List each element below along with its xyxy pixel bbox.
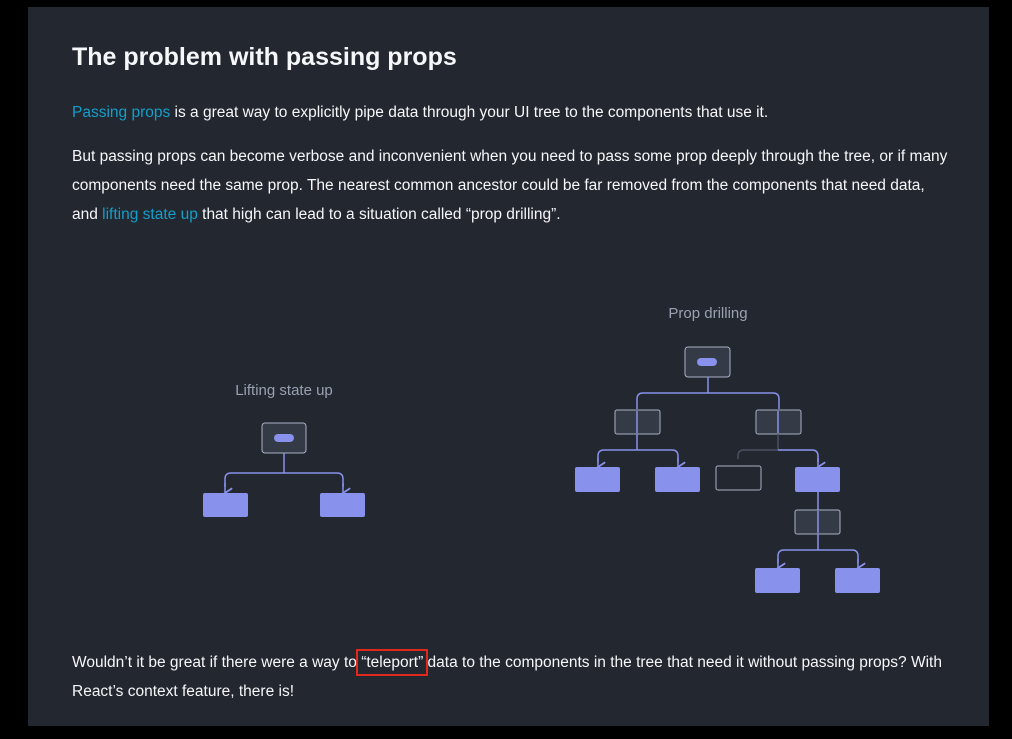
prop-drilling-diagram: Prop drilling: [575, 305, 880, 593]
paragraph-teleport-text-1: Wouldn’t it be great if there were a way…: [72, 654, 362, 671]
paragraph-teleport: Wouldn’t it be great if there were a way…: [72, 648, 952, 706]
paragraph-problem: But passing props can become verbose and…: [72, 142, 952, 229]
lifting-state-up-link[interactable]: lifting state up: [102, 206, 198, 223]
prop-drilling-label: Prop drilling: [668, 305, 747, 322]
teleport-highlight: “teleport”: [356, 649, 429, 676]
drill-leaf-2: [655, 467, 700, 492]
child-node-left: [203, 493, 248, 517]
paragraph-intro-text: is a great way to explicitly pipe data t…: [170, 104, 769, 121]
article-panel: The problem with passing props Passing p…: [28, 7, 989, 726]
lifting-state-up-diagram: Lifting state up: [203, 382, 365, 517]
paragraph-problem-text-1: But passing props can become verbose and…: [72, 148, 948, 223]
lifting-state-up-label: Lifting state up: [235, 382, 333, 399]
passing-props-link[interactable]: Passing props: [72, 104, 171, 121]
paragraph-problem-text-2: that high can lead to a situation called…: [197, 206, 561, 223]
section-heading: The problem with passing props: [72, 43, 457, 71]
state-pill: [274, 434, 294, 442]
drill-leaf-3: [755, 568, 800, 593]
drill-leaf-4: [835, 568, 880, 593]
diagrams: Lifting state up Prop drilling: [203, 305, 880, 593]
paragraph-teleport-text-2: data to the components in the tree that …: [72, 654, 942, 700]
child-node-right: [320, 493, 365, 517]
drill-leaf-1: [575, 467, 620, 492]
drill-pass-node: [795, 467, 840, 492]
paragraph-intro: Passing props is a great way to explicit…: [72, 98, 952, 127]
drill-state-pill: [697, 358, 717, 366]
drill-unused-node: [715, 465, 762, 491]
